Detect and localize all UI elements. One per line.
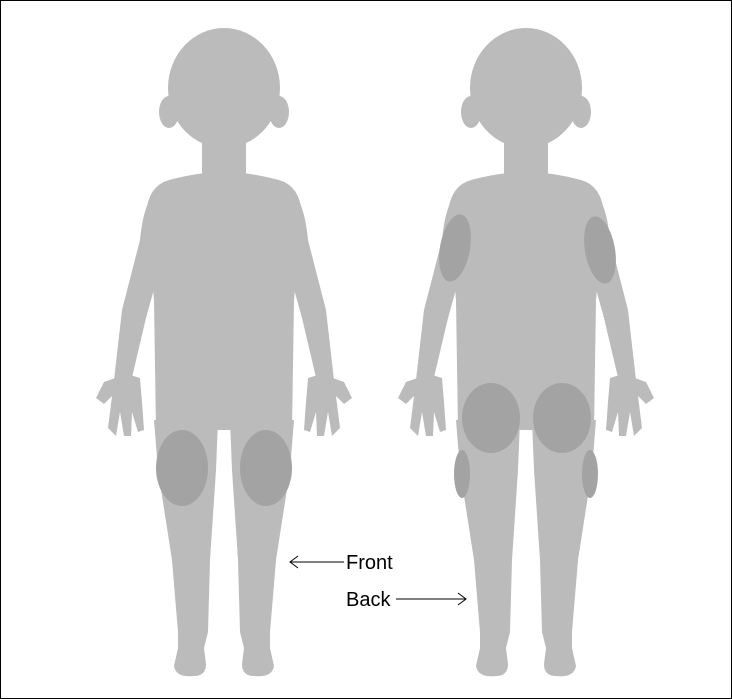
front-left-thigh-site <box>156 430 208 506</box>
front-callout: Front <box>290 552 393 574</box>
front-figure <box>96 28 352 676</box>
back-figure <box>398 28 654 676</box>
front-label: Front <box>346 552 393 574</box>
front-right-thigh-site <box>240 430 292 506</box>
back-body-silhouette <box>398 28 654 676</box>
back-left-buttock-site <box>462 383 520 453</box>
back-label: Back <box>346 589 391 611</box>
back-right-buttock-site <box>533 383 591 453</box>
back-callout: Back <box>346 589 466 611</box>
front-body-silhouette <box>96 28 352 676</box>
back-left-outer-thigh-site <box>454 450 470 498</box>
back-right-outer-thigh-site <box>582 450 598 498</box>
